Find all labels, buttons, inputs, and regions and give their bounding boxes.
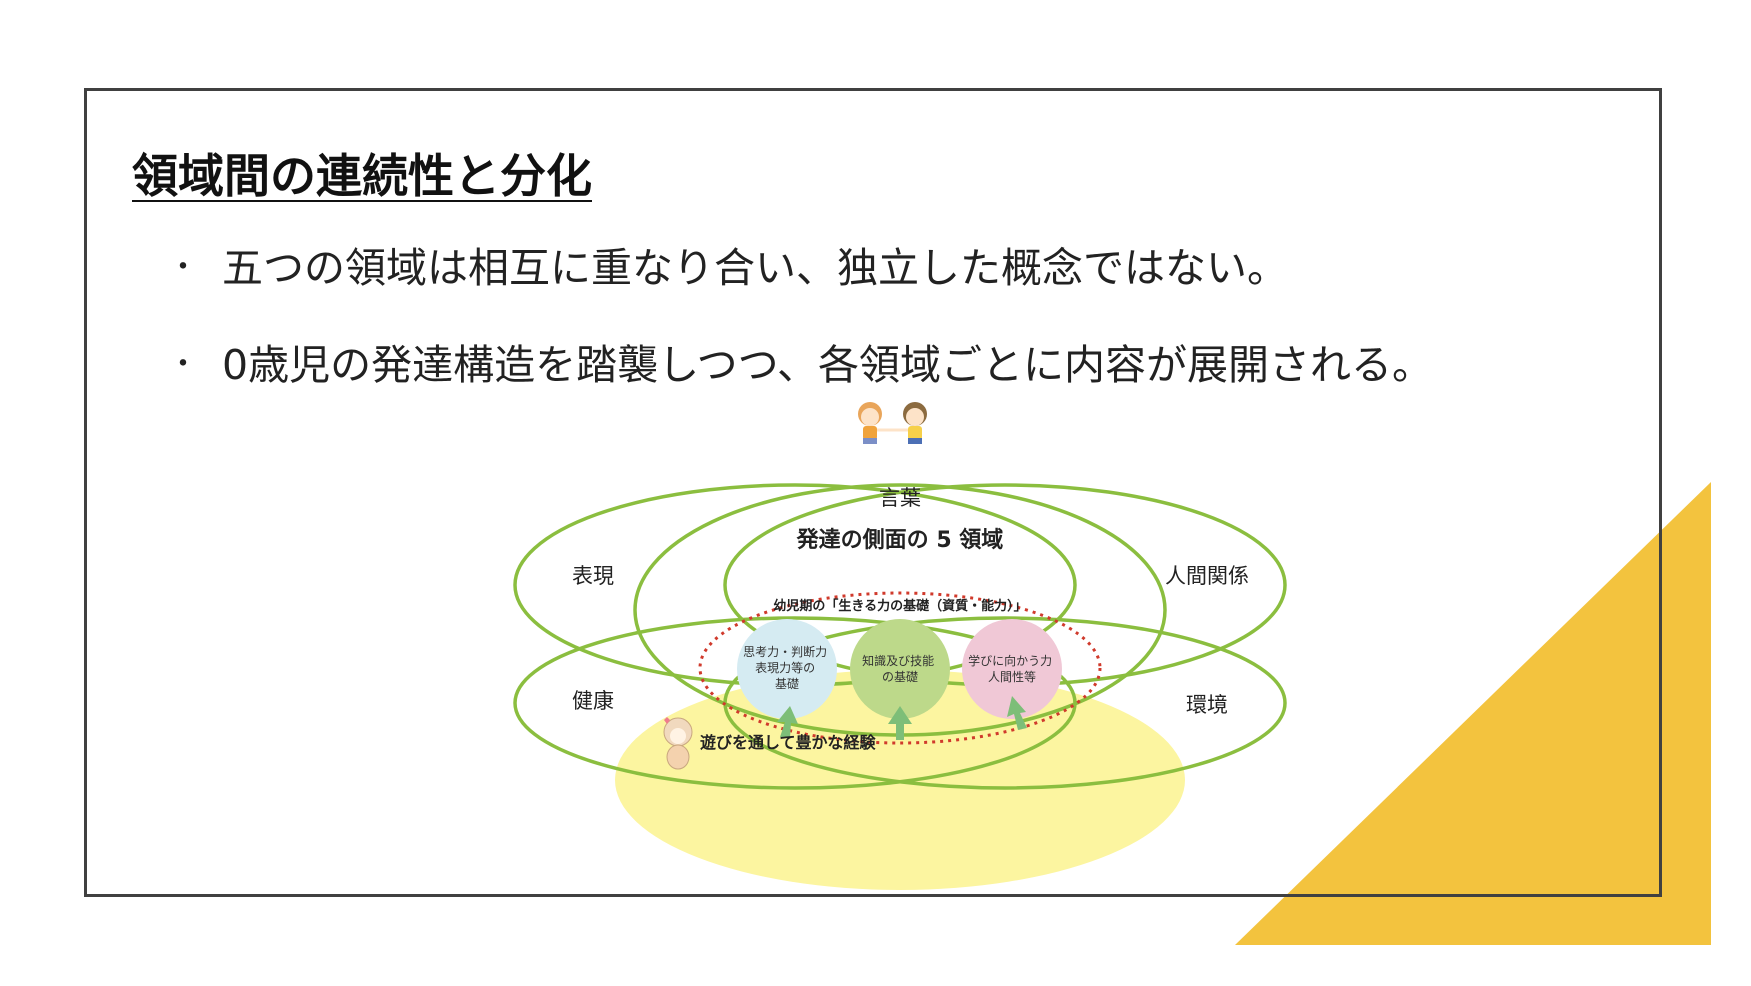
slide-title: 領域間の連続性と分化 (132, 149, 592, 203)
bullet-text: 0歳児の発達構造を踏襲しつつ、各領域ごとに内容が展開される。 (222, 341, 1433, 389)
domain-label-environment: 環境 (1186, 693, 1228, 717)
domain-label-relationships: 人間関係 (1165, 564, 1249, 588)
bullet-marker: ・ (168, 347, 198, 382)
pillar-text-knowledge: 知識及び技能 の基礎 (862, 654, 938, 684)
bullet-item: ・ 0歳児の発達構造を踏襲しつつ、各領域ごとに内容が展開される。 (168, 333, 1433, 389)
pillar-circle-thinking (737, 619, 837, 719)
slide-frame (84, 88, 1662, 897)
domain-label-expression: 表現 (572, 564, 614, 588)
bullet-item: ・ 五つの領域は相互に重なり合い、独立した概念ではない。 (168, 236, 1433, 292)
bullet-marker: ・ (168, 250, 198, 285)
domain-ring-health (513, 616, 1077, 790)
bullet-list: ・ 五つの領域は相互に重なり合い、独立した概念ではない。 ・ 0歳児の発達構造を… (168, 236, 1433, 430)
five-domains-diagram: 言葉 表現 人間関係 健康 環境 発達の側面の 5 領域 幼児期の「生きる力の基… (513, 402, 1287, 890)
arrow-icon (777, 706, 798, 738)
pillar-circle-knowledge (850, 619, 950, 719)
baby-illustration-icon (663, 717, 693, 770)
domain-label-language: 言葉 (879, 486, 921, 510)
foundation-boundary (698, 591, 1102, 745)
play-experience-label: 遊びを通して豊かな経験 (700, 733, 877, 752)
play-area (615, 670, 1185, 890)
pillar-text-motivation: 学びに向かう力 人間性等 (968, 653, 1056, 684)
pillar-circle-motivation (962, 619, 1062, 719)
domain-label-health: 健康 (572, 689, 614, 713)
bullet-text: 五つの領域は相互に重なり合い、独立した概念ではない。 (222, 244, 1288, 292)
diagram-heading: 発達の側面の 5 領域 (796, 527, 1004, 553)
pillar-text-thinking: 思考力・判断力 表現力等の 基礎 (743, 644, 831, 691)
children-illustration-icon (858, 402, 927, 444)
foundation-title: 幼児期の「生きる力の基礎（資質・能力）」 (773, 598, 1026, 614)
arrow-icon (888, 706, 912, 740)
arrow-icon (1007, 696, 1027, 730)
